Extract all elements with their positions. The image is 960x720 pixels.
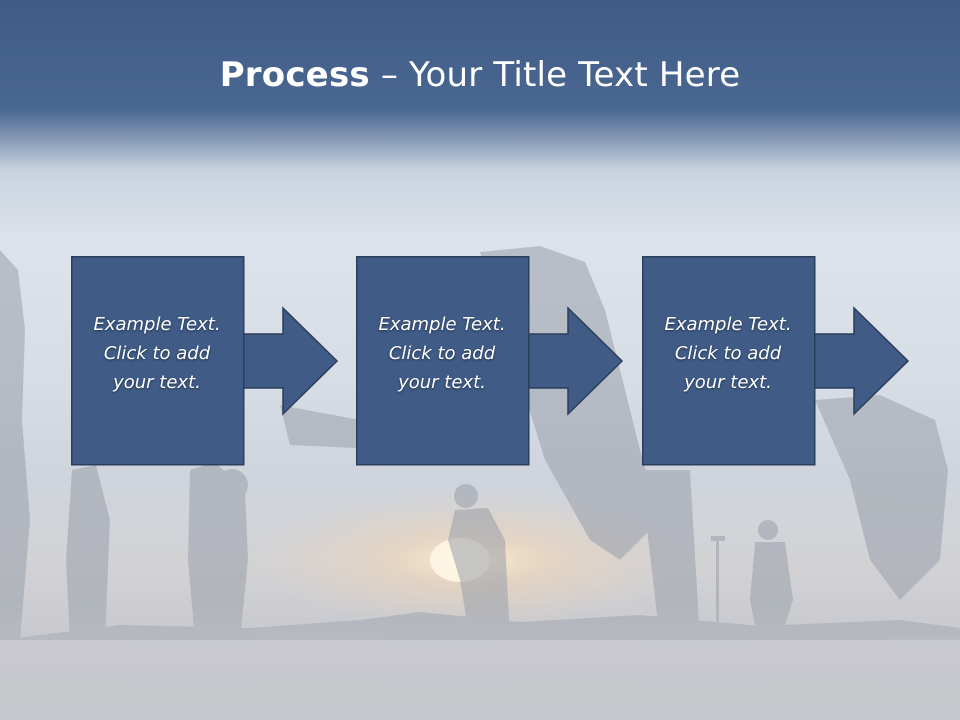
title-bold-part: Process xyxy=(219,55,370,95)
process-step-1[interactable]: Example Text. Click to add your text. xyxy=(71,256,411,466)
process-step-3[interactable]: Example Text. Click to add your text. xyxy=(642,256,960,466)
slide-title[interactable]: Process – Your Title Text Here xyxy=(0,52,960,98)
title-rest-part: – Your Title Text Here xyxy=(369,55,741,95)
arrow-right-icon xyxy=(527,306,624,416)
step-box xyxy=(71,256,245,466)
arrow-right-icon xyxy=(813,306,910,416)
step-text[interactable]: Example Text. Click to add your text. xyxy=(664,314,792,393)
step-text[interactable]: Example Text. Click to add your text. xyxy=(93,314,221,393)
step-box xyxy=(356,256,530,466)
step-text[interactable]: Example Text. Click to add your text. xyxy=(378,314,506,393)
process-step-2[interactable]: Example Text. Click to add your text. xyxy=(356,256,696,466)
arrow-right-icon xyxy=(242,306,339,416)
step-box xyxy=(642,256,816,466)
